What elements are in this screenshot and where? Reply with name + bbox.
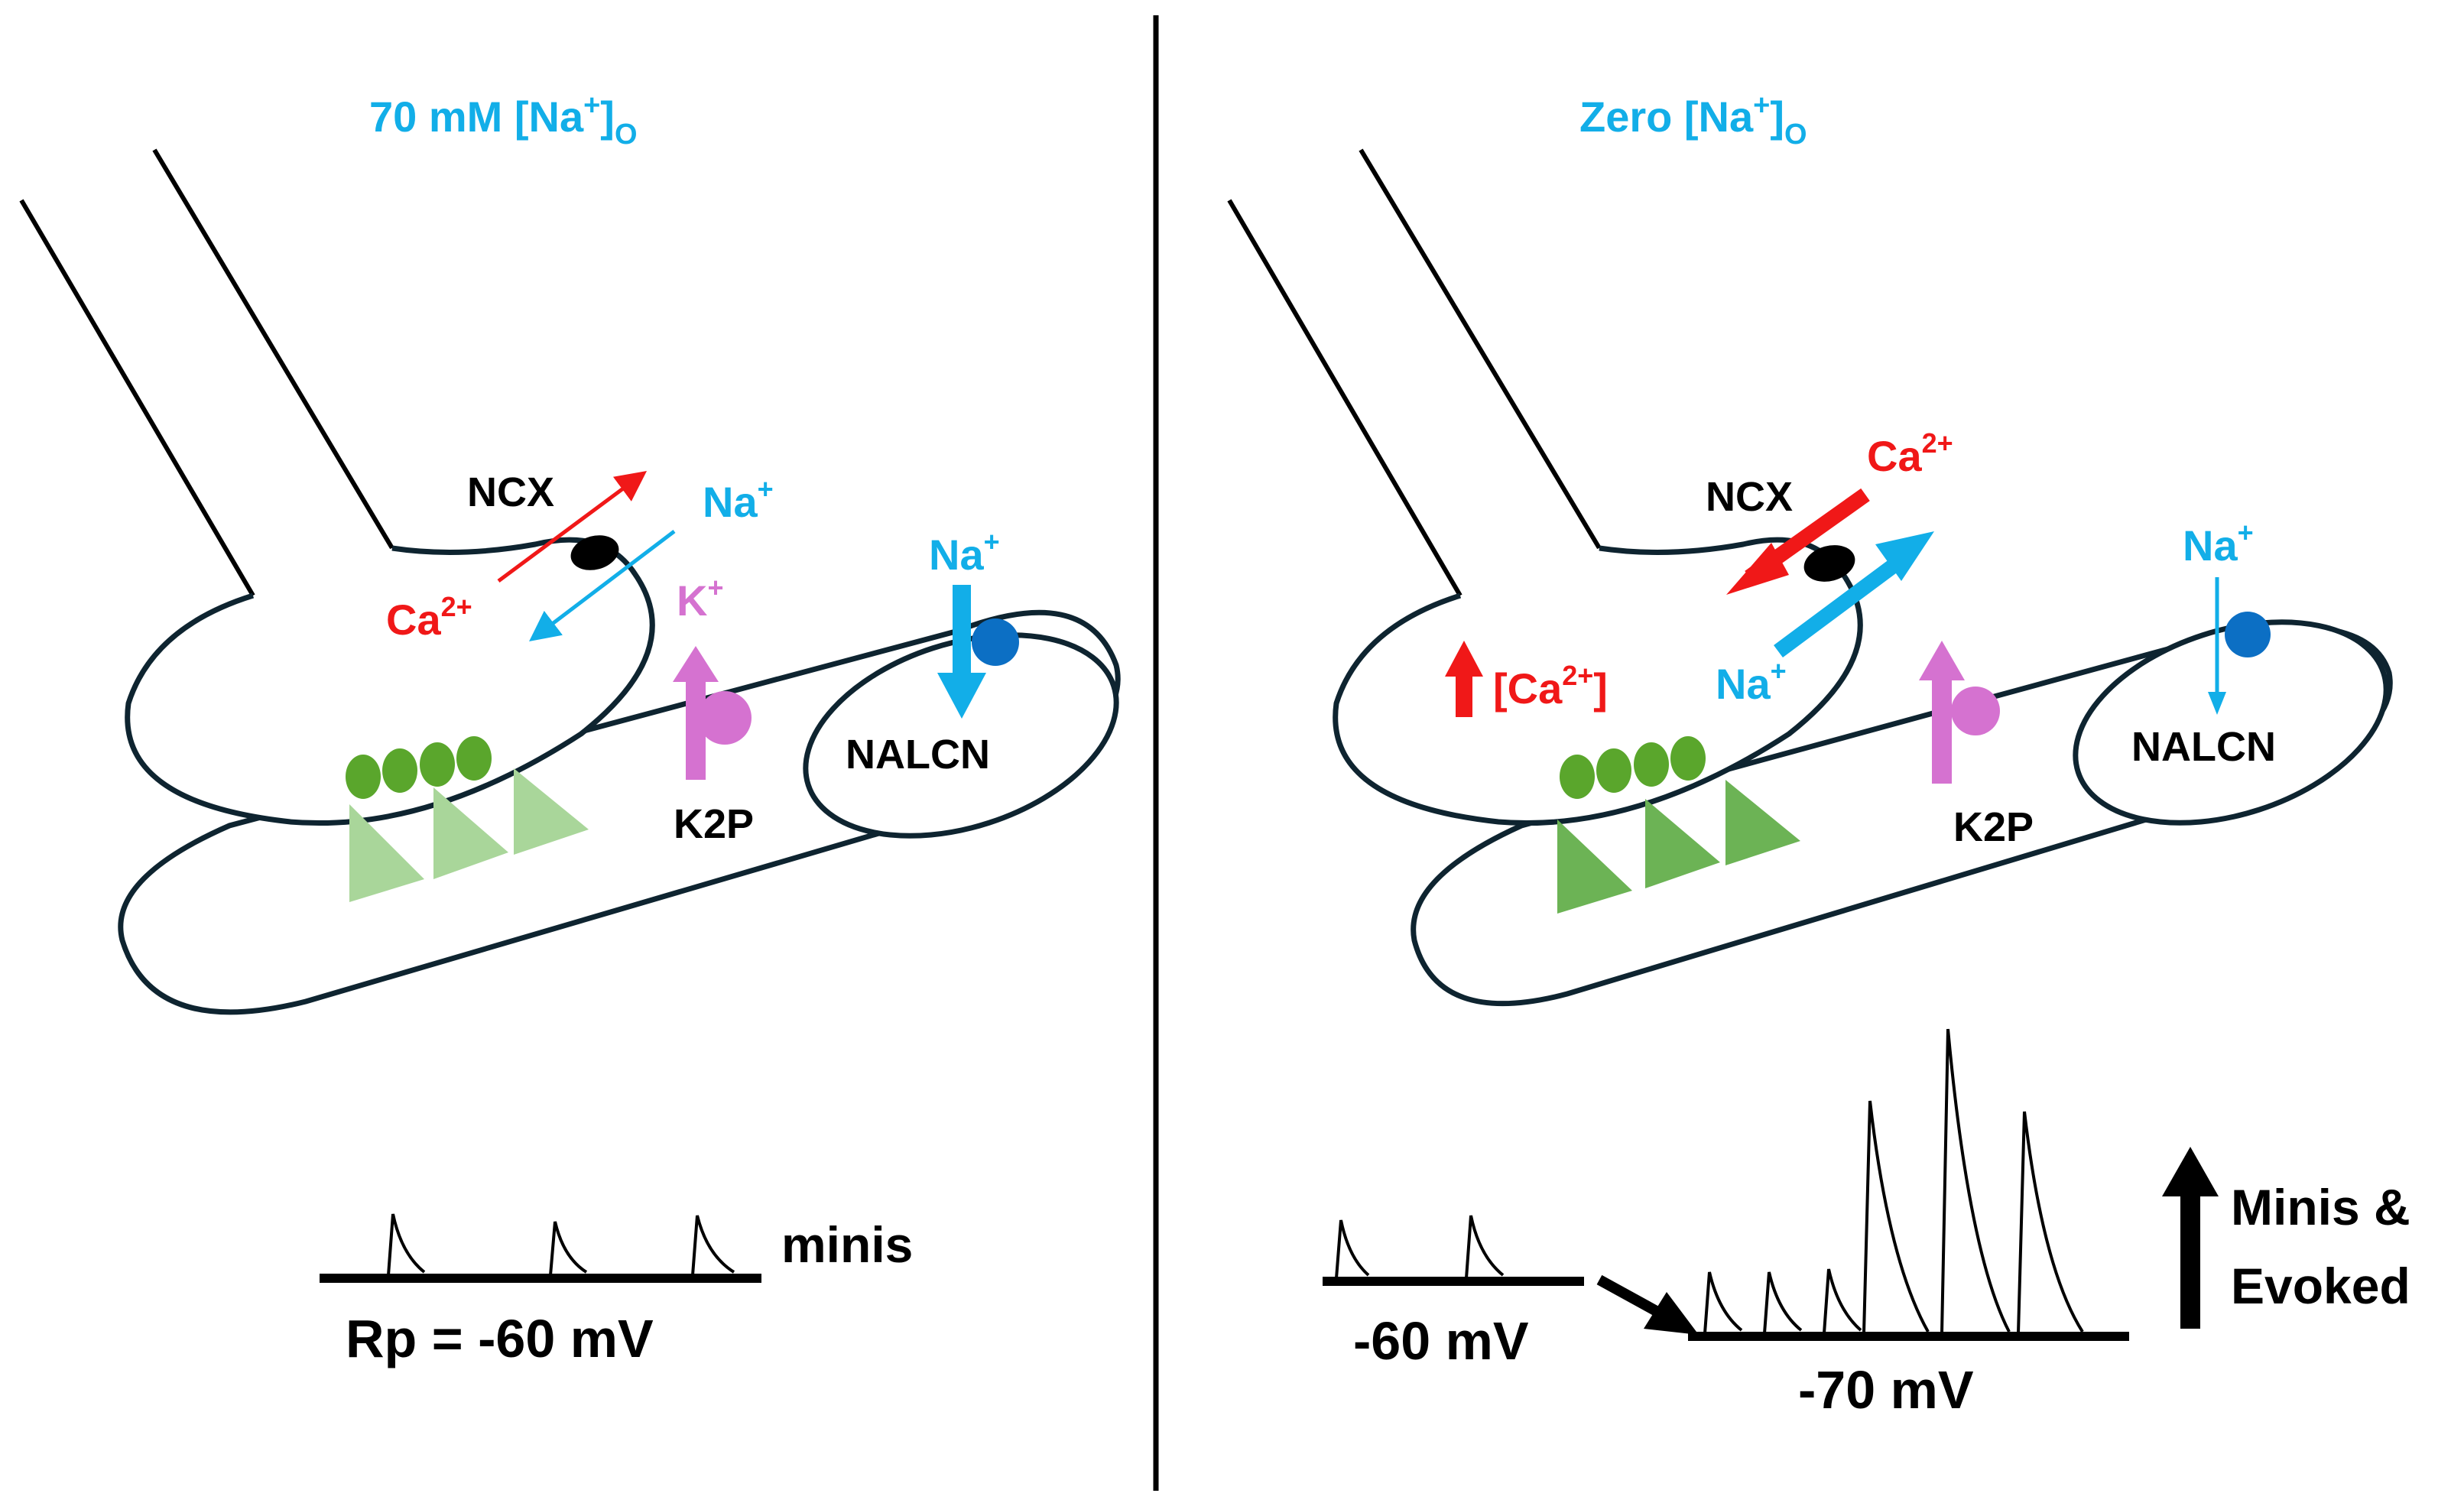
ncx-na-arrow-reversed	[1774, 556, 1902, 658]
receptor-triangle	[1557, 820, 1632, 914]
k2p-channel-dot	[698, 691, 752, 745]
right-panel: Zero [Na+]O NCX Ca2+ Na+ [Ca2+]	[1227, 89, 2410, 1420]
vesicle	[382, 748, 417, 793]
k2p-channel-dot	[1951, 687, 2000, 735]
receptor-triangle	[1725, 780, 1800, 865]
ca-internal-arrow-head	[1445, 641, 1483, 677]
evoked-event	[2017, 1111, 2084, 1334]
mini-event	[387, 1213, 426, 1276]
right-na-channel-label: Na+	[2183, 517, 2254, 570]
nalcn-channel-dot	[972, 618, 1019, 666]
nalcn-arrow-head	[2208, 692, 2226, 715]
left-na-exchanger-label: Na+	[703, 473, 774, 526]
receptor-triangle	[1645, 799, 1720, 888]
mini-event	[1823, 1268, 1862, 1334]
synaptic-vesicles	[1560, 736, 1706, 799]
increase-arrow-shaft	[2180, 1193, 2200, 1329]
right-v60-label: -60 mV	[1353, 1311, 1529, 1371]
right-trace-before	[1323, 1215, 1584, 1286]
nalcn-channel-dot	[2225, 612, 2271, 657]
ach-receptors	[349, 768, 589, 902]
muscle-fiber	[118, 609, 1121, 1015]
right-na-exchanger-label: Na+	[1716, 655, 1787, 708]
k2p-arrow-shaft	[1932, 677, 1952, 784]
mini-event	[1703, 1271, 1743, 1334]
left-minis-label: minis	[781, 1216, 913, 1273]
evoked-event	[1940, 1028, 2011, 1334]
ach-receptors	[1557, 780, 1800, 914]
transition-arrow	[1596, 1274, 1664, 1319]
vesicle	[1560, 755, 1595, 799]
receptor-triangle	[433, 787, 508, 879]
synaptic-vesicles	[346, 736, 492, 799]
axon-line-inner	[1359, 148, 1602, 550]
ncx-ca-arrowhead	[1726, 543, 1789, 595]
ncx-ca-arrow	[497, 471, 648, 583]
left-panel: 70 mM [Na+]O NCX Ca2+ Na+	[19, 89, 1121, 1368]
left-k-label: K+	[677, 572, 723, 625]
right-title: Zero [Na+]O	[1579, 89, 1807, 151]
ca-internal-arrow-shaft	[1456, 673, 1472, 717]
vesicle	[456, 736, 492, 781]
left-nalcn-label: NALCN	[846, 732, 990, 777]
vesicle	[346, 755, 381, 799]
mini-event	[1763, 1271, 1803, 1334]
transition-arrowhead	[1644, 1292, 1699, 1335]
ncx-na-arrowhead	[1875, 531, 1934, 581]
vesicle	[1670, 736, 1706, 781]
mini-event	[1335, 1219, 1370, 1279]
ncx-exchanger	[1803, 545, 1855, 582]
right-ncx-label: NCX	[1706, 474, 1793, 520]
nalcn-oval	[803, 632, 1119, 839]
right-ca-internal-label: [Ca2+]	[1493, 660, 1608, 713]
ncx-exchanger	[570, 535, 619, 570]
nalcn-arrow-shaft	[953, 585, 971, 677]
right-ca-label: Ca2+	[1867, 427, 1953, 480]
mini-event	[1465, 1215, 1505, 1279]
mini-event	[549, 1221, 588, 1276]
axon-line-outer	[19, 199, 255, 597]
vesicle	[1634, 742, 1669, 787]
right-result-line2: Evoked	[2231, 1258, 2410, 1314]
nalcn-arrow-head	[937, 673, 986, 719]
left-ca-label: Ca2+	[386, 591, 472, 644]
left-na-channel-label: Na+	[929, 526, 1000, 579]
ncx-na-arrow	[529, 530, 676, 642]
left-minis-trace	[320, 1213, 761, 1283]
left-ncx-label: NCX	[467, 469, 554, 515]
axon-line-inner	[152, 148, 394, 550]
mini-event	[691, 1215, 735, 1276]
evoked-event	[1862, 1100, 1930, 1334]
right-trace-after	[1688, 1028, 2129, 1341]
right-k2p-label: K2P	[1953, 804, 2034, 850]
receptor-triangle	[514, 768, 589, 855]
muscle-fiber	[1411, 624, 2393, 1007]
nalcn-oval	[2073, 619, 2389, 826]
k2p-arrow-head	[1919, 641, 1965, 680]
left-k2p-label: K2P	[674, 801, 754, 847]
right-v70-label: -70 mV	[1798, 1360, 1974, 1420]
k2p-arrow-head	[673, 646, 719, 682]
vesicle	[1596, 748, 1631, 793]
right-result-line1: Minis &	[2231, 1179, 2410, 1235]
increase-arrow-head	[2162, 1147, 2219, 1196]
right-nalcn-label: NALCN	[2131, 724, 2276, 770]
left-rp-label: Rp = -60 mV	[346, 1309, 654, 1368]
receptor-triangle	[349, 804, 424, 902]
nerve-terminal	[1333, 537, 1863, 826]
vesicle	[420, 742, 455, 787]
axon-line-outer	[1227, 199, 1462, 597]
left-title: 70 mM [Na+]O	[369, 89, 638, 151]
